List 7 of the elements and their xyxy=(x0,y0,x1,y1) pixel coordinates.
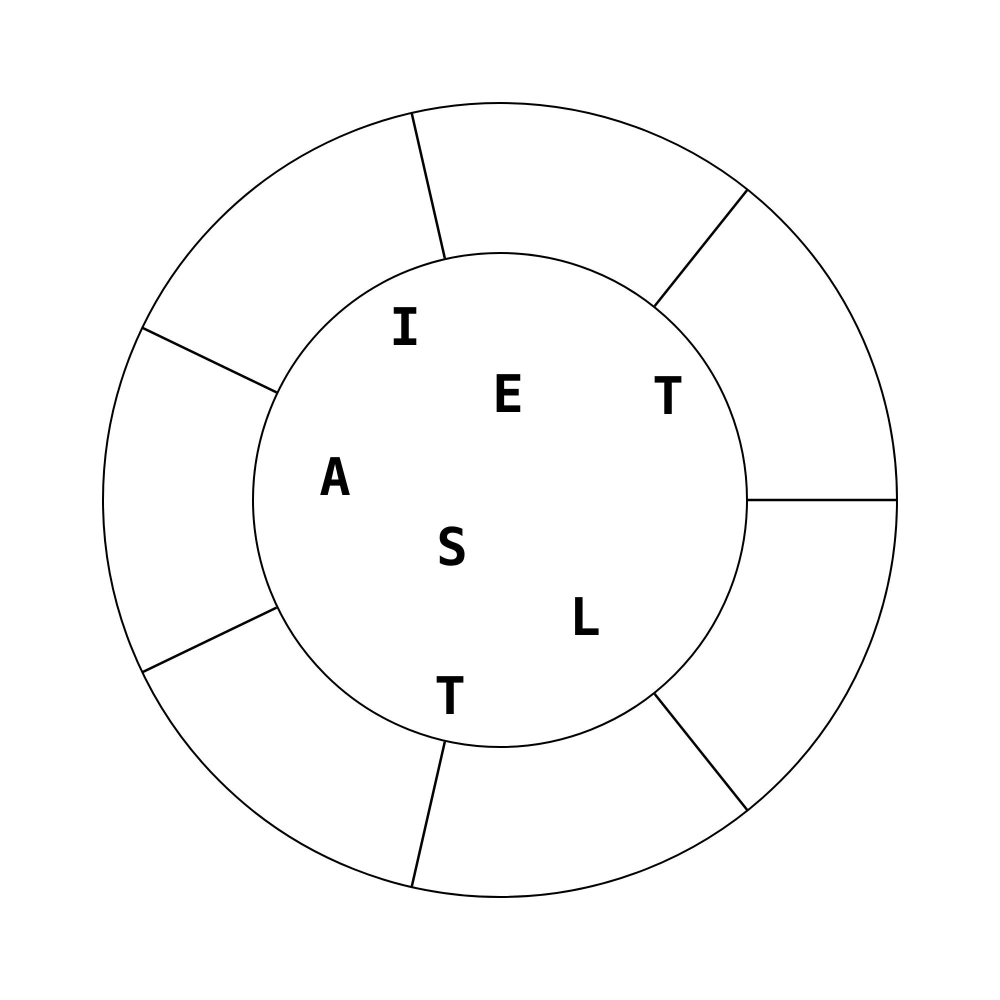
letter: S xyxy=(436,522,468,574)
letter: E xyxy=(492,369,524,421)
letter: I xyxy=(389,302,421,354)
letter: A xyxy=(319,452,351,504)
letter: T xyxy=(652,371,684,423)
letter: L xyxy=(569,592,601,644)
letter: T xyxy=(434,671,466,723)
